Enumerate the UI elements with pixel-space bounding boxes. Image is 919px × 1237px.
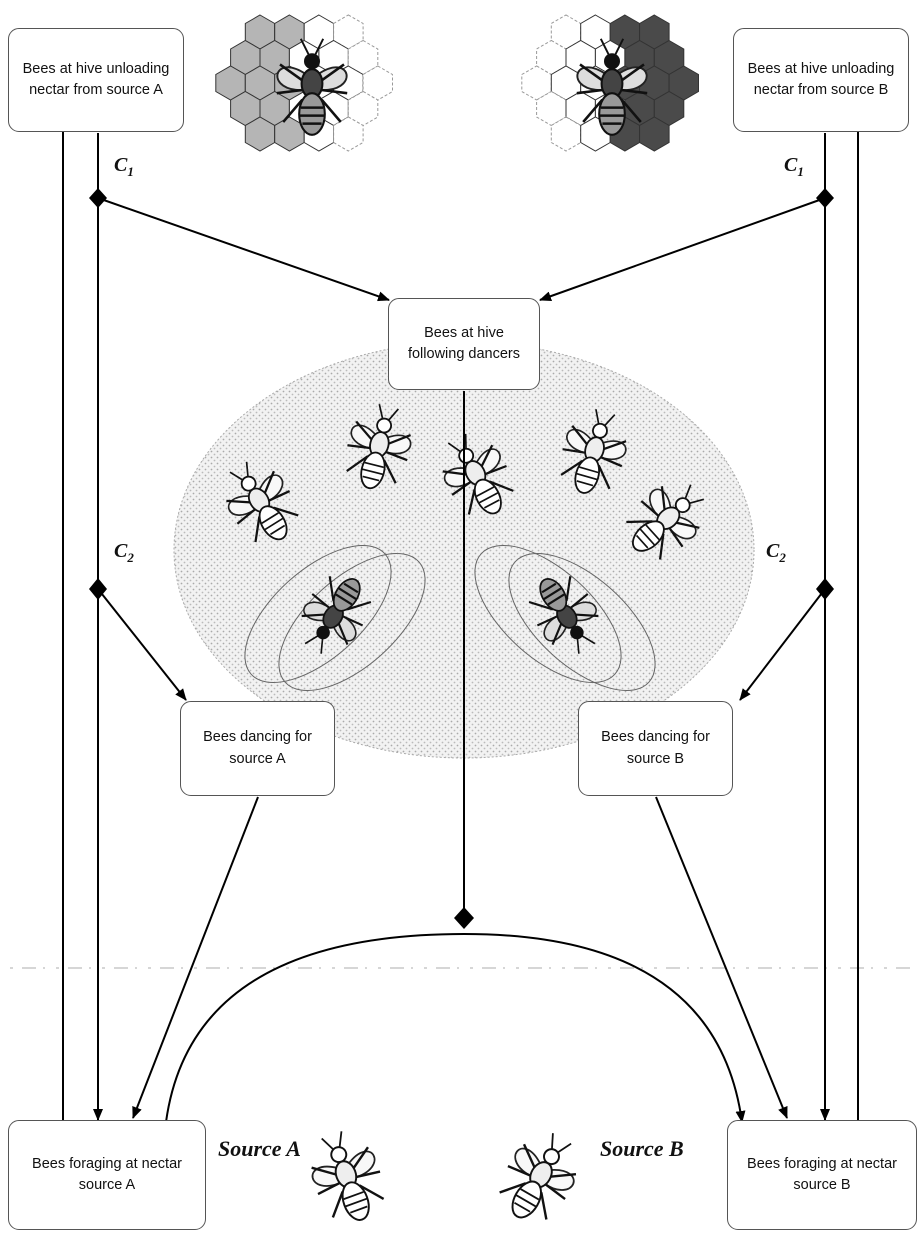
comb-cell [333,116,364,152]
decision-node-icon [454,907,474,929]
label-c2-right: C2 [766,540,786,565]
decision-node-icon [816,188,834,208]
arrow-dance-b-to-forage-b [655,796,788,1119]
label-c1-right: C1 [784,154,804,179]
box-hive-source-a: Bees at hive unloading nectar from sourc… [8,28,184,132]
arrow-c1b-to-followers [539,197,826,302]
arrow-c2b-to-dance-b [739,588,826,701]
waggle-dance-icon [244,544,426,692]
box-foraging-source-a: Bees foraging at nectar source A [8,1120,206,1230]
arc-to-sources [159,932,746,1134]
label-source-b: Source B [600,1136,684,1161]
box-dancing-source-a: Bees dancing for source A [180,701,335,796]
label-c1-left: C1 [114,154,134,179]
decision-node-icon [89,578,107,600]
label-source-a: Source A [218,1136,301,1161]
honeycomb-icon [215,14,393,152]
arrow-c2a-to-dance-a [97,588,187,701]
box-hive-source-b: Bees at hive unloading nectar from sourc… [733,28,909,132]
comb-cell [639,116,670,152]
waggle-dance-icon [474,544,656,692]
arrow-c1a-to-followers [97,197,390,302]
box-dancing-source-b: Bees dancing for source B [578,701,733,796]
box-followers: Bees at hive following dancers [388,298,540,390]
bee-icon [299,1122,395,1232]
decision-node-icon [816,578,834,600]
label-c2-left: C2 [114,540,134,565]
bee-icon [487,1120,592,1235]
box-foraging-source-b: Bees foraging at nectar source B [727,1120,917,1230]
decision-node-icon [89,188,107,208]
arrow-dance-a-to-forage-a [132,796,259,1119]
